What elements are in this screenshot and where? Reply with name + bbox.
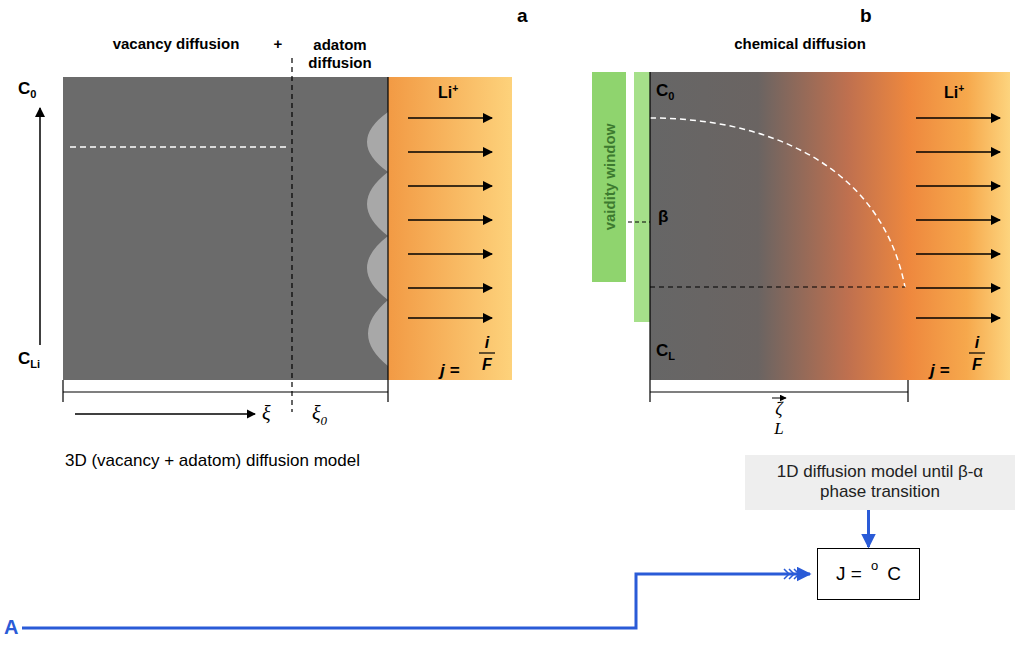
model-text: 1D diffusion model until β-α phase trans… (773, 462, 988, 503)
zeta-arrow (772, 398, 786, 399)
axis-symbol: L (774, 420, 783, 437)
dashed-divider (291, 58, 292, 412)
adatom-bumps (367, 112, 388, 366)
concentration-label: CLi (18, 350, 40, 370)
concentration-label: C0 (18, 80, 36, 100)
concentration-axis (39, 108, 41, 345)
flux-arrows (916, 118, 1000, 318)
dashed-level (70, 146, 288, 148)
electrolyte-region (388, 77, 512, 380)
concentration-profile (650, 118, 905, 287)
section-heading: vacancy diffusion (113, 36, 240, 51)
fraction-bar (479, 352, 495, 353)
concentration-label: CL (656, 342, 675, 362)
validity-inner-band (634, 72, 650, 322)
flux-equation: j = (930, 362, 949, 379)
flux-equation: F (482, 357, 492, 373)
axis-symbol: ζ (775, 400, 782, 418)
blue-leader (22, 574, 810, 628)
section-heading: adatom diffusion (295, 36, 385, 72)
axis-tick (62, 380, 63, 402)
arrow-feathers (784, 569, 799, 579)
panel-letter: b (860, 6, 872, 25)
flux-equation: i (485, 335, 489, 351)
equation-part: J = (836, 563, 862, 585)
plus-sign: + (274, 36, 283, 51)
axis-symbol: ξ (262, 403, 271, 423)
axis-symbol: ξ0 (312, 403, 327, 427)
equation-part: o (871, 558, 878, 573)
flux-equation: j = (440, 362, 459, 379)
band-label: vaidity window (601, 124, 618, 231)
panel-letter: a (517, 6, 528, 25)
flux-equation: F (972, 357, 982, 373)
axis-line (63, 391, 388, 392)
equation-part: C (887, 563, 901, 585)
callout-letter: A (4, 617, 18, 637)
validity-window-band: vaidity window (592, 72, 626, 282)
flow-arrow (867, 510, 870, 547)
model-box: 1D diffusion model until β-α phase trans… (745, 455, 1015, 510)
model-caption: 3D (vacancy + adatom) diffusion model (65, 452, 360, 469)
section-heading: chemical diffusion (734, 36, 866, 51)
electrode-gradient (650, 72, 1010, 380)
dashed-level (650, 286, 905, 287)
interface-line (387, 77, 388, 402)
concentration-label: C0 (656, 82, 674, 102)
flux-equation: i (975, 335, 979, 351)
ion-label: Li+ (944, 84, 964, 101)
axis-line (650, 391, 908, 392)
beta-level (628, 221, 650, 222)
flux-arrows (408, 118, 492, 318)
equation-box: J = oC (817, 548, 920, 600)
surface-line (649, 72, 650, 402)
axis-tick (907, 380, 908, 402)
ion-label: Li+ (438, 84, 458, 101)
phase-label: β (658, 208, 668, 225)
electrode-region (63, 77, 388, 380)
fraction-bar (969, 352, 985, 353)
xi-arrow (75, 413, 255, 414)
